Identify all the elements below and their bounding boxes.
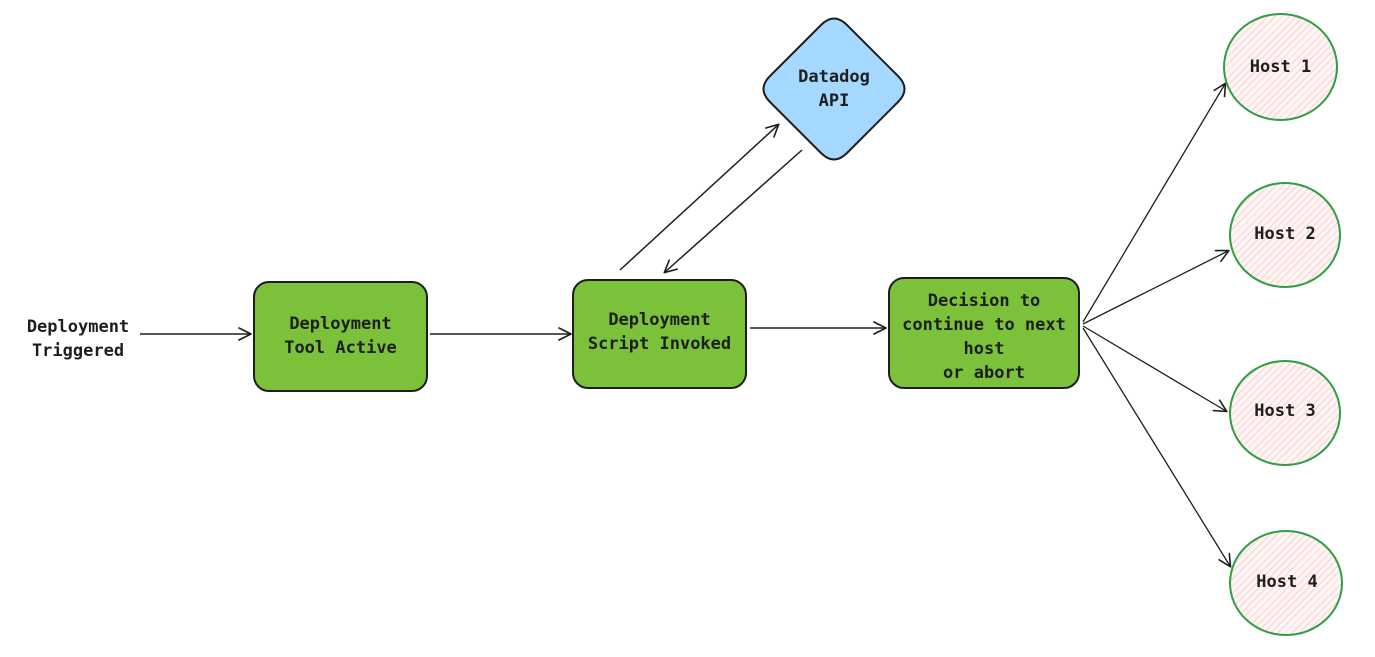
arrow-decision-to-host3 [1082, 325, 1228, 413]
host-3-label: Host 3 [1254, 401, 1316, 421]
host-1-label: Host 1 [1249, 57, 1312, 77]
arrow-decision-to-host4 [1082, 327, 1232, 568]
host-2-label: Host 2 [1254, 224, 1316, 244]
host-2-circle [1229, 182, 1341, 288]
host-1-circle [1223, 13, 1338, 121]
datadog-api-label: Datadog API [798, 67, 870, 111]
deployment-script-box [572, 279, 747, 389]
arrow-datadog-to-script [663, 149, 803, 274]
arrow-decision-to-host1 [1082, 82, 1227, 323]
arrow-script-to-datadog [619, 123, 780, 271]
deployment-tool-box [253, 281, 428, 392]
host-4-circle [1229, 530, 1343, 636]
decision-label: Decision to continue to next host or abo… [902, 291, 1066, 383]
decision-box [888, 277, 1080, 389]
host-3-circle [1229, 360, 1341, 466]
deployment-tool-label: Deployment Tool Active [284, 314, 397, 358]
deployment-script-label: Deployment Script Invoked [587, 310, 732, 354]
deployment-triggered-label: Deployment Triggered [26, 317, 130, 361]
arrow-decision-to-host2 [1082, 249, 1230, 325]
host-4-label: Host 4 [1256, 572, 1318, 592]
datadog-api-diamond [762, 17, 906, 161]
